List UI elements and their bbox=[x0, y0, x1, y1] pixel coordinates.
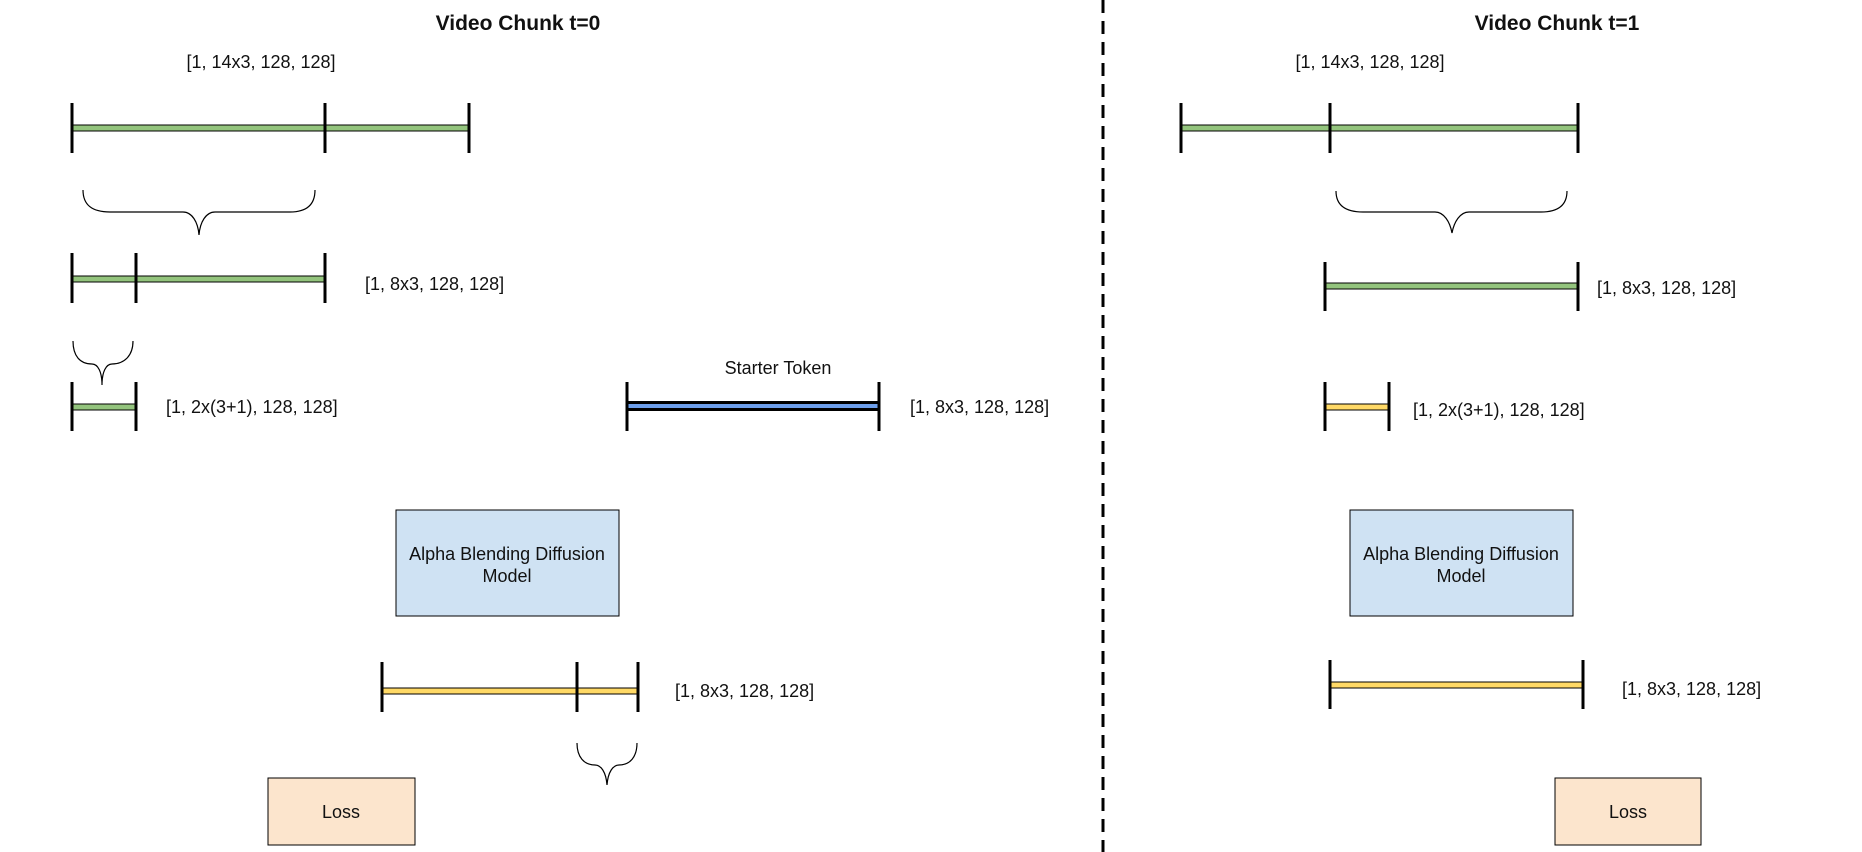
panel-title: Video Chunk t=1 bbox=[1475, 12, 1640, 35]
brace-icon bbox=[576, 742, 638, 786]
starter-token-bar bbox=[625, 382, 881, 431]
condition-tensor-bar bbox=[1323, 382, 1391, 431]
context-shape-label: [1, 8x3, 128, 128] bbox=[365, 274, 504, 294]
panel-title: Video Chunk t=0 bbox=[436, 12, 601, 35]
diffusion-model-rect bbox=[395, 509, 620, 617]
output-shape-label: [1, 8x3, 128, 128] bbox=[1622, 679, 1761, 699]
output-tensor-bar bbox=[380, 662, 640, 712]
diffusion-model-box: Alpha Blending Diffusion Model bbox=[395, 509, 620, 617]
condition-tensor-fill bbox=[71, 403, 137, 411]
brace-icon bbox=[1335, 190, 1568, 234]
condition-tensor-bar bbox=[70, 382, 138, 431]
output-tensor-bar bbox=[1328, 660, 1585, 709]
starter-token-title: Starter Token bbox=[725, 358, 832, 378]
context-tensor-fill bbox=[71, 275, 326, 283]
condition-tensor-fill bbox=[1324, 403, 1390, 411]
loss-box: Loss bbox=[1554, 777, 1702, 846]
context-tensor-bar bbox=[1323, 262, 1580, 311]
diffusion-model-label-line1: Alpha Blending Diffusion bbox=[1363, 544, 1559, 564]
context-tensor-fill bbox=[1324, 282, 1579, 290]
input-tensor-fill bbox=[1180, 124, 1579, 132]
output-tensor-fill bbox=[381, 687, 639, 695]
loss-box: Loss bbox=[267, 777, 416, 846]
loss-label: Loss bbox=[322, 802, 360, 822]
diffusion-model-box: Alpha Blending Diffusion Model bbox=[1349, 509, 1574, 617]
input-shape-label: [1, 14x3, 128, 128] bbox=[186, 52, 335, 72]
input-tensor-bar bbox=[70, 103, 471, 153]
context-shape-label: [1, 8x3, 128, 128] bbox=[1597, 278, 1736, 298]
panel-t1: Video Chunk t=1 [1, 14x3, 128, 128] [1, … bbox=[1179, 12, 1761, 846]
diffusion-model-label-line2: Model bbox=[482, 566, 531, 586]
diffusion-model-rect bbox=[1349, 509, 1574, 617]
condition-shape-label: [1, 2x(3+1), 128, 128] bbox=[166, 397, 338, 417]
starter-token-shape-label: [1, 8x3, 128, 128] bbox=[910, 397, 1049, 417]
output-tensor-fill bbox=[1329, 681, 1584, 689]
panel-t0: Video Chunk t=0 [1, 14x3, 128, 128] [1, … bbox=[70, 12, 1049, 846]
loss-rect bbox=[267, 777, 416, 846]
loss-rect bbox=[1554, 777, 1702, 846]
brace-icon bbox=[82, 189, 316, 236]
input-shape-label: [1, 14x3, 128, 128] bbox=[1295, 52, 1444, 72]
input-tensor-bar bbox=[1179, 103, 1580, 153]
starter-token-fill bbox=[627, 404, 879, 408]
diffusion-model-label-line2: Model bbox=[1436, 566, 1485, 586]
input-tensor-fill bbox=[71, 124, 470, 132]
diffusion-model-label-line1: Alpha Blending Diffusion bbox=[409, 544, 605, 564]
output-shape-label: [1, 8x3, 128, 128] bbox=[675, 681, 814, 701]
brace-icon bbox=[72, 340, 134, 386]
loss-label: Loss bbox=[1609, 802, 1647, 822]
condition-shape-label: [1, 2x(3+1), 128, 128] bbox=[1413, 400, 1585, 420]
context-tensor-bar bbox=[70, 253, 327, 303]
